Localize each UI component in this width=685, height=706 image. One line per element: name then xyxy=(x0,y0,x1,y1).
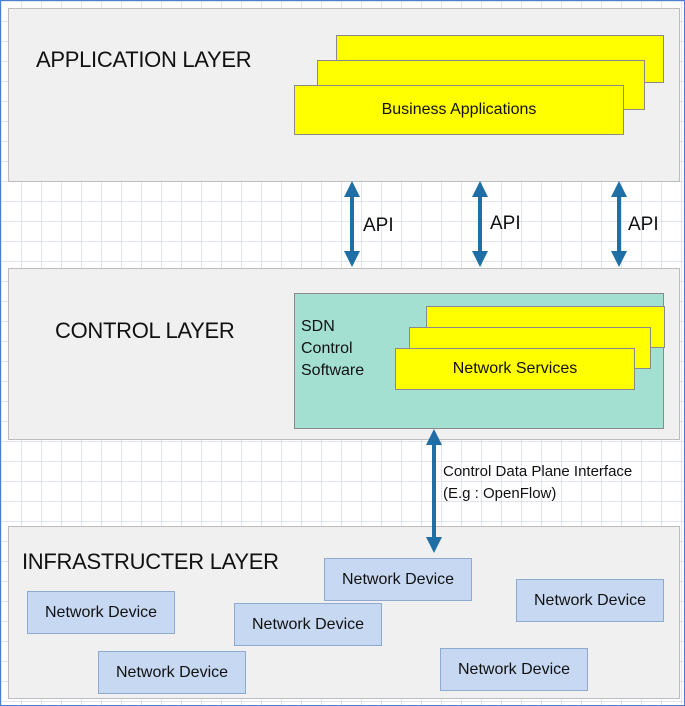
application-layer: APPLICATION LAYER Business Applications xyxy=(8,8,680,182)
api-arrow-3 xyxy=(611,181,627,267)
api-label: API xyxy=(363,215,394,236)
network-device: Network Device xyxy=(234,603,382,646)
business-applications-box: Business Applications xyxy=(294,85,624,135)
interface-label-line1: Control Data Plane Interface xyxy=(443,463,633,480)
sdn-control-software-label: SDN Control Software xyxy=(301,316,364,382)
network-device: Network Device xyxy=(27,591,175,634)
api-arrow-2 xyxy=(472,181,488,267)
business-applications-label: Business Applications xyxy=(381,101,537,118)
network-device: Network Device xyxy=(516,579,664,622)
api-arrow-1 xyxy=(344,181,360,267)
infrastructure-layer-title: INFRASTRUCTER LAYER xyxy=(22,549,279,574)
control-layer-title: CONTROL LAYER xyxy=(55,318,235,343)
control-data-plane-interface-label: Control Data Plane Interface (E.g : Open… xyxy=(443,461,632,505)
api-label: API xyxy=(628,214,659,235)
sdn-control-software-box: SDN Control Software Network Services xyxy=(294,293,665,429)
control-data-plane-arrow xyxy=(426,429,442,553)
interface-label-line2: (E.g : OpenFlow) xyxy=(443,485,557,502)
infrastructure-layer: INFRASTRUCTER LAYER Network Device Netwo… xyxy=(8,526,680,699)
sdn-label-line1: SDN xyxy=(301,318,335,335)
control-layer: CONTROL LAYER SDN Control Software Netwo… xyxy=(8,268,680,440)
network-device: Network Device xyxy=(98,651,246,694)
network-services-label: Network Services xyxy=(452,360,578,377)
network-services-box: Network Services xyxy=(395,348,635,390)
sdn-label-line3: Software xyxy=(301,362,365,379)
sdn-label-line2: Control xyxy=(301,340,353,357)
application-layer-title: APPLICATION LAYER xyxy=(36,47,252,72)
network-device: Network Device xyxy=(324,558,472,601)
api-label: API xyxy=(490,213,521,234)
network-device: Network Device xyxy=(440,648,588,691)
